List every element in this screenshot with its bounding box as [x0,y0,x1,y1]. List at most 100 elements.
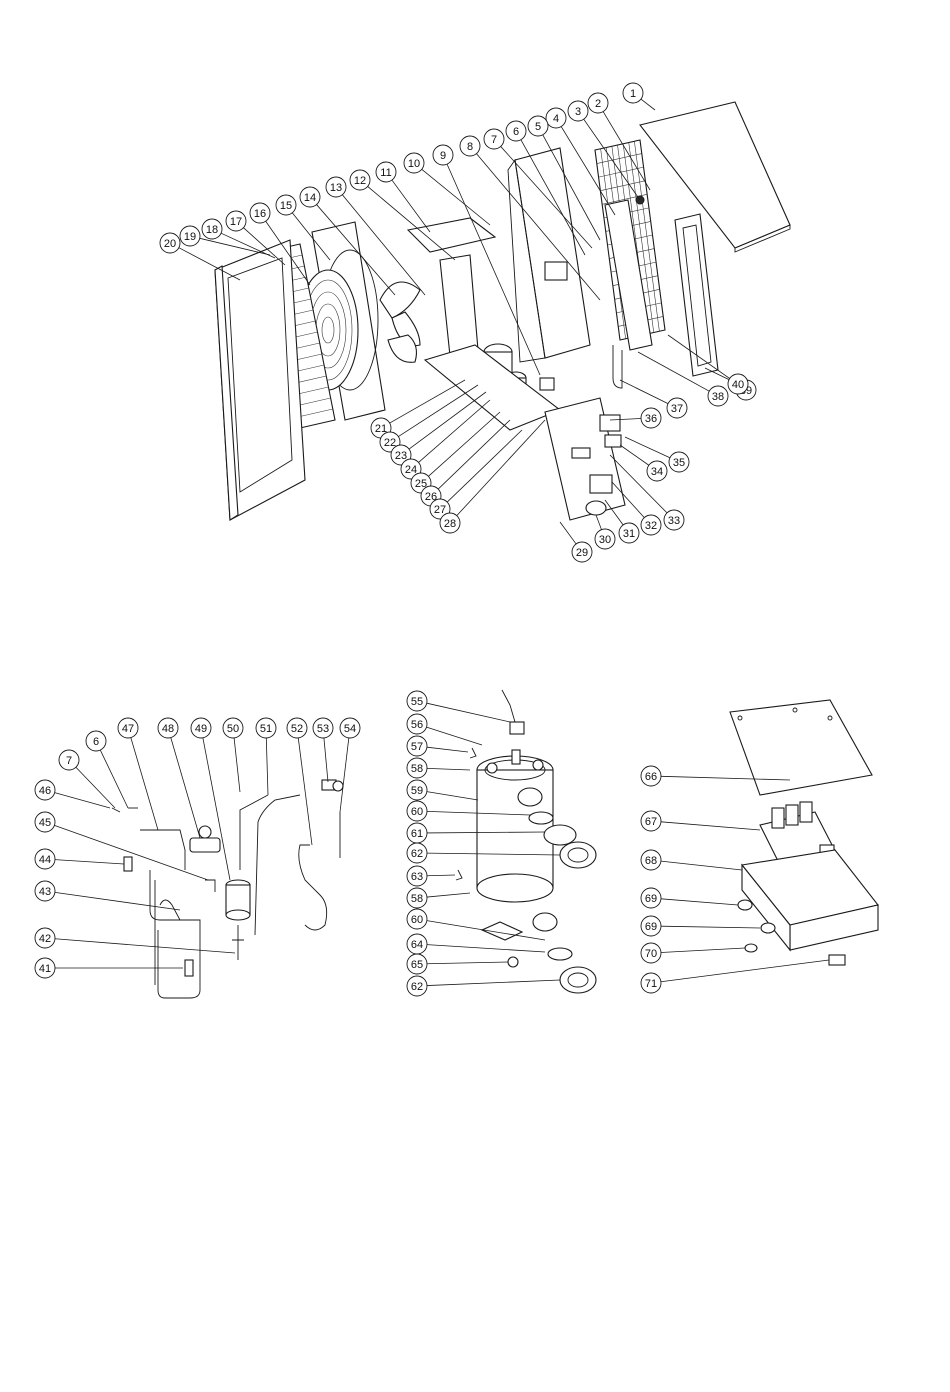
valve-44 [124,857,132,871]
callout-number: 59 [411,785,423,797]
four-way-valve [190,826,220,852]
callout-26: 26 [421,420,510,506]
callout-number: 63 [411,871,423,883]
main-unit-exploded-view [215,102,790,520]
callout-number: 35 [673,457,685,469]
callout-number: 64 [411,939,423,951]
leader-line [596,515,601,530]
clip-57 [470,748,476,758]
callout-number: 33 [668,515,680,527]
leader-line [200,238,270,255]
callout-63: 63 [407,866,455,886]
leader-line [427,747,468,752]
capillary-valve [322,780,343,791]
callout-number: 45 [39,817,51,829]
callout-27: 27 [430,430,522,519]
callout-47: 47 [118,718,158,830]
callout-19: 19 [180,226,270,255]
grommet-69a [738,900,752,910]
callout-number: 17 [230,216,242,228]
fan-blade [380,282,420,362]
callout-number: 52 [291,723,303,735]
top-cover-panel [640,102,790,248]
leader-line [560,522,576,544]
callout-number: 7 [66,755,72,767]
callout-number: 62 [411,848,423,860]
leader-line [76,767,115,808]
callout-number: 4 [553,113,559,125]
callout-50: 50 [223,718,243,792]
callout-number: 30 [599,534,611,546]
terminal-block [545,262,567,280]
leader-line [409,392,486,449]
callout-68: 68 [641,850,742,870]
callout-number: 36 [645,413,657,425]
callout-48: 48 [158,718,200,838]
leader-line [55,939,235,953]
callout-number: 12 [354,175,366,187]
callout-number: 51 [260,723,272,735]
grommet-69b [761,923,775,933]
callout-69: 69 [641,888,738,908]
callout-number: 15 [280,200,292,212]
callout-number: 6 [93,736,99,748]
callout-number: 43 [39,886,51,898]
callout-23: 23 [391,392,486,465]
callout-43: 43 [35,881,180,910]
electrical-control-panel [545,398,625,520]
leader-line [171,738,200,838]
callout-53: 53 [313,718,333,782]
callout-number: 24 [405,464,417,476]
return-pipe [150,870,200,998]
gasket-60b [548,948,572,960]
callout-58: 58 [407,888,470,908]
callout-number: 8 [467,141,473,153]
callout-number: 2 [595,98,601,110]
callout-11: 11 [376,162,430,232]
callout-number: 67 [645,816,657,828]
leader-line [100,750,128,808]
callout-71: 71 [641,960,829,993]
callout-number: 7 [491,134,497,146]
callout-number: 50 [227,723,239,735]
callout-number: 65 [411,959,423,971]
leader-line [427,727,482,745]
leader-line [661,822,760,830]
callout-number: 70 [645,948,657,960]
callout-number: 11 [380,167,391,179]
grommet-70 [745,944,757,952]
leader-line [427,980,560,986]
callout-number: 57 [411,741,423,753]
leader-line [438,420,510,489]
union-nut-62b [560,967,596,993]
leader-line [427,945,545,952]
callout-6: 6 [86,731,128,808]
callout-number: 61 [411,828,423,840]
callout-number: 44 [39,854,51,866]
connector-71 [829,955,845,965]
callout-number: 41 [39,963,51,975]
callout-67: 67 [641,811,760,831]
callout-54: 54 [340,718,360,812]
tee-42 [232,925,244,960]
front-panel [215,240,305,520]
union-ring-61 [544,825,576,845]
callout-number: 23 [395,450,407,462]
callout-number: 34 [651,466,663,478]
elbow-43 [160,900,180,920]
drain-plug [508,957,518,967]
callout-58: 58 [407,758,470,778]
leader-line [661,861,742,870]
callout-number: 58 [411,763,423,775]
pipe-50 [240,795,268,870]
water-inlet-fitting [518,788,542,806]
callout-number: 62 [411,981,423,993]
clip-63 [456,870,462,880]
leader-line [55,793,110,808]
callout-25: 25 [411,412,500,493]
callout-44: 44 [35,849,124,869]
callout-59: 59 [407,780,478,800]
callout-labels: 1234567891011121314151617181920212223242… [35,83,829,996]
leader-line [661,899,738,905]
